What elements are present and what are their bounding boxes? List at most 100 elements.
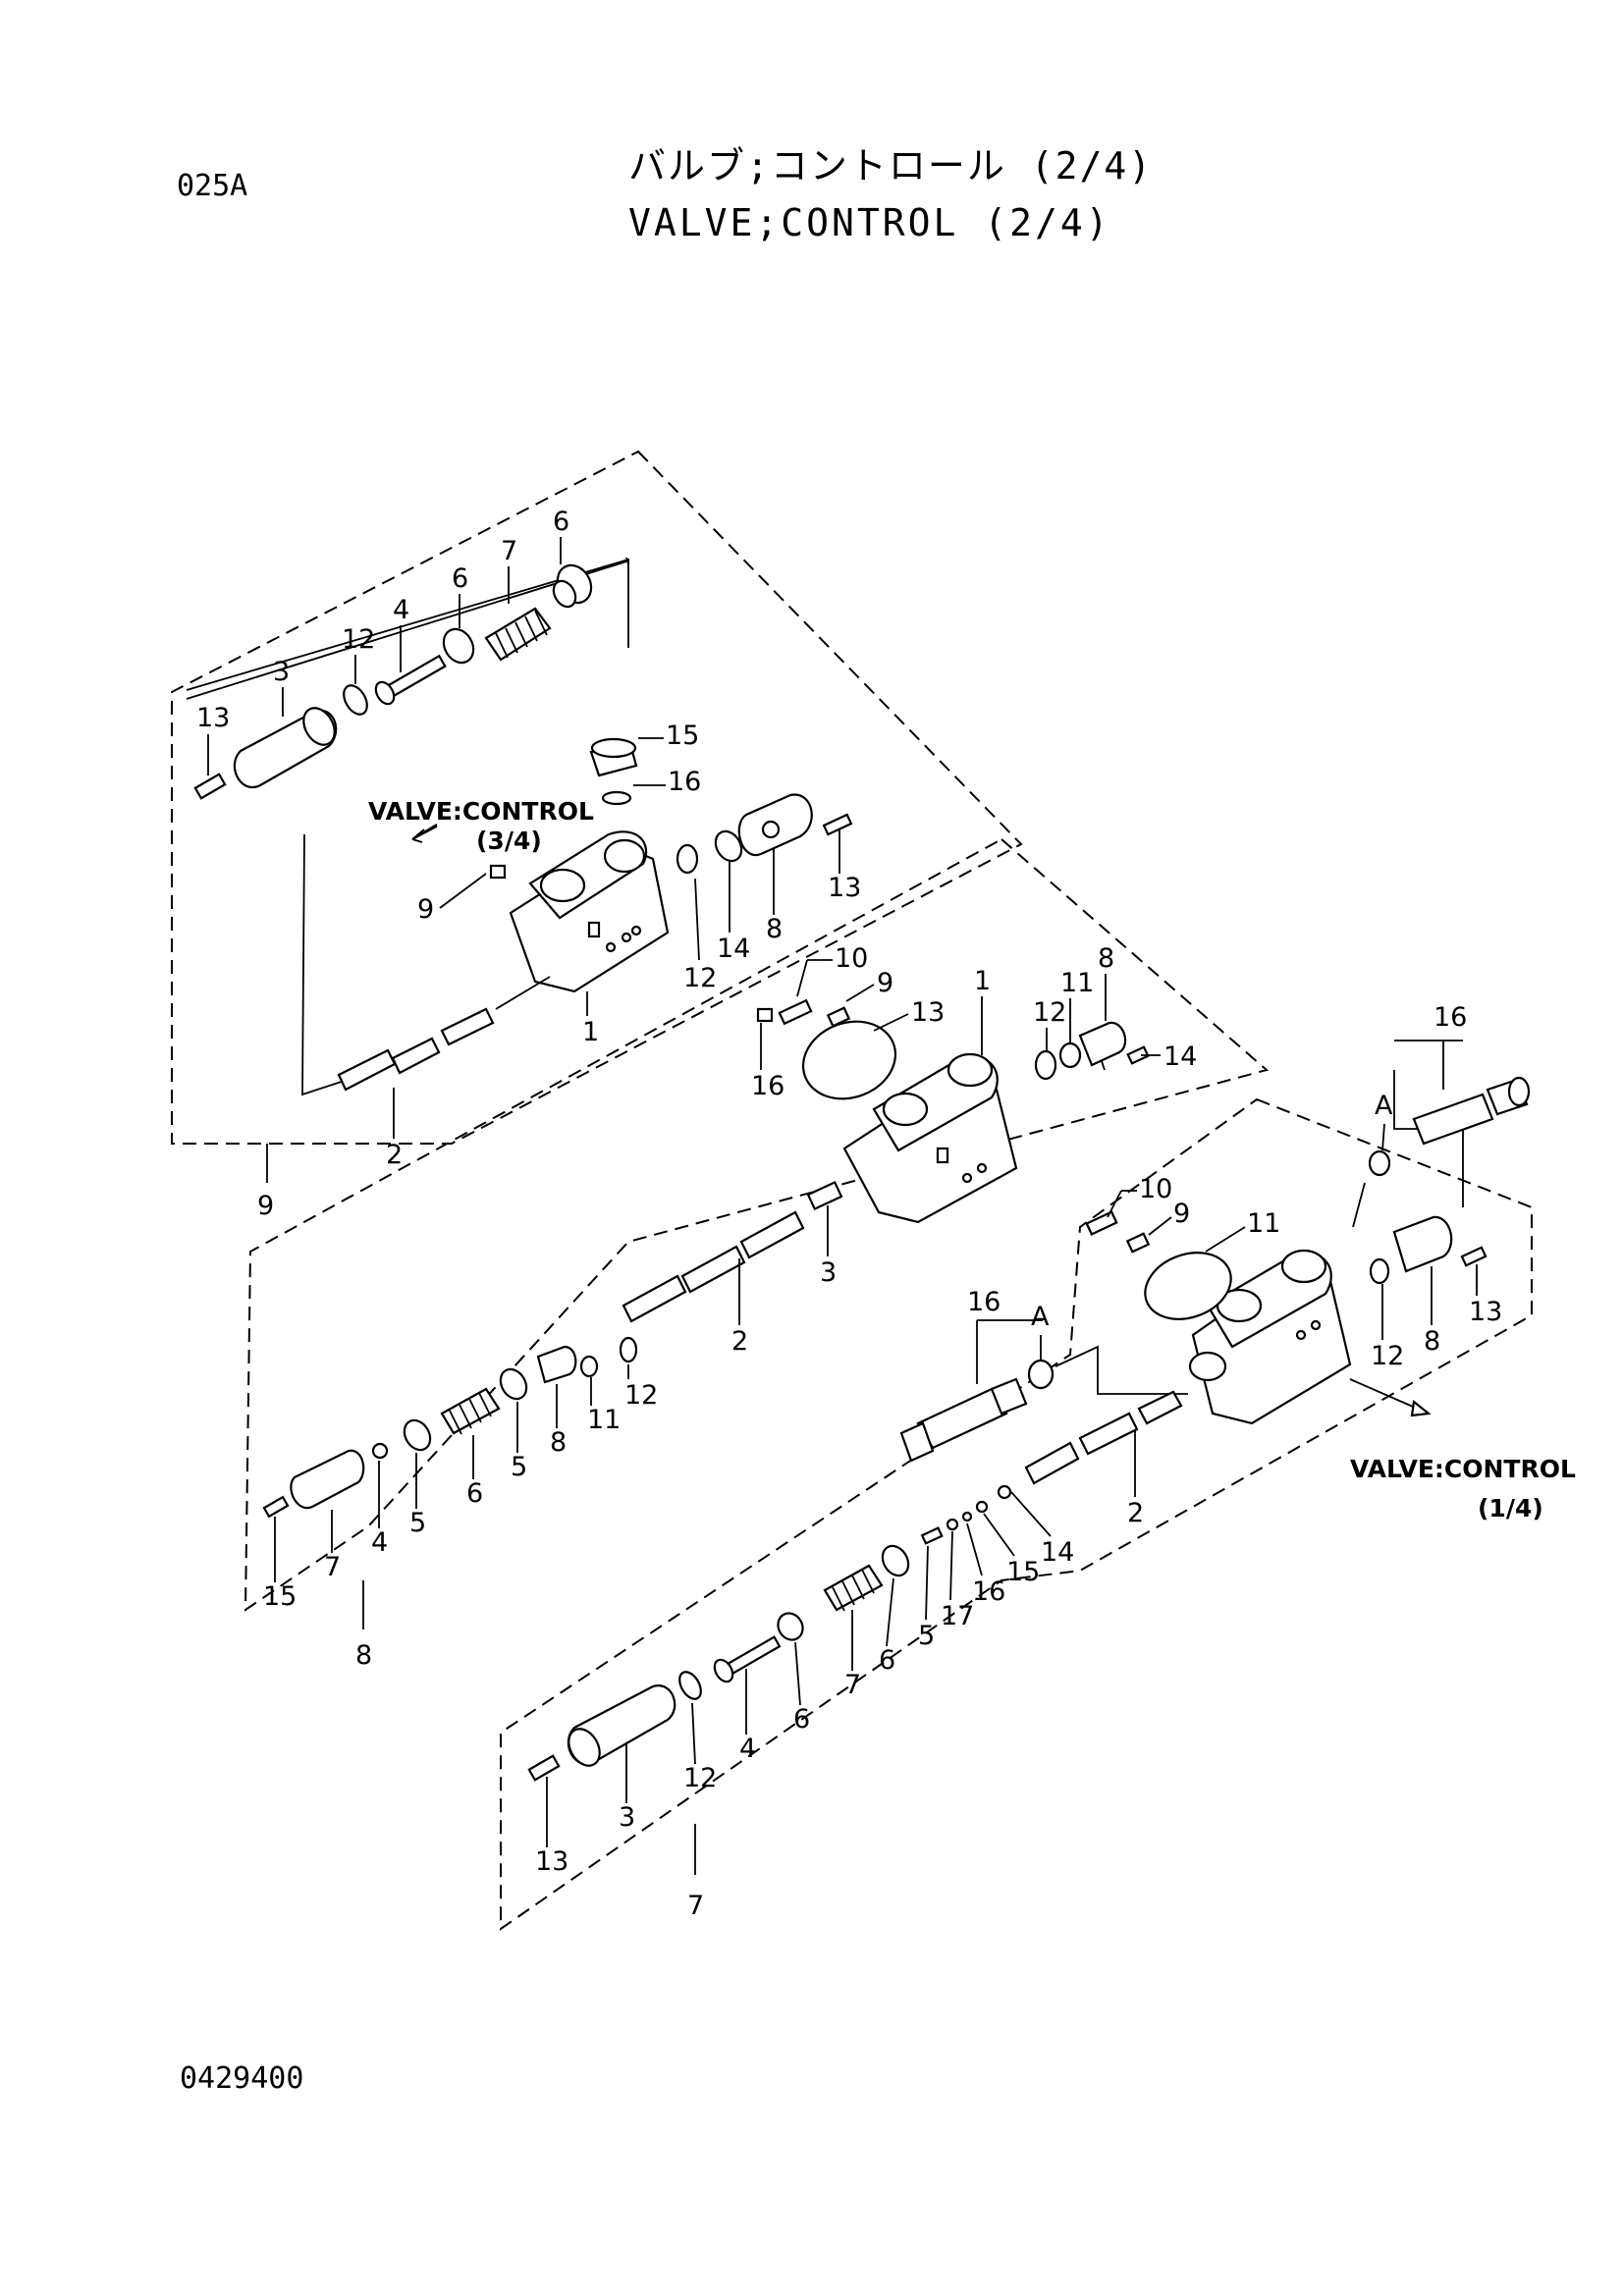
callout-12: 12 — [683, 963, 717, 993]
callout-13: 13 — [828, 873, 861, 903]
callout-9: 9 — [1173, 1199, 1190, 1229]
plug-part — [1085, 1210, 1118, 1236]
callout-13: 13 — [535, 1846, 568, 1877]
valve-body-part — [1188, 1249, 1352, 1425]
plug-part — [1125, 1232, 1151, 1254]
bolt-part — [193, 773, 227, 800]
spring-seat-part — [442, 627, 475, 665]
callout-17: 17 — [941, 1601, 974, 1631]
callout-9: 9 — [417, 894, 434, 925]
callout-16: 16 — [668, 767, 701, 797]
callout-6: 6 — [452, 563, 468, 594]
ring-part — [579, 1355, 599, 1378]
spring-part — [823, 1564, 884, 1612]
callout-6: 6 — [466, 1478, 483, 1509]
callout-3: 3 — [619, 1802, 635, 1833]
spool-rod-part — [713, 1635, 782, 1683]
end-cap-part — [233, 707, 338, 789]
callout-13: 13 — [1469, 1297, 1502, 1327]
callout-5: 5 — [918, 1621, 935, 1651]
callout-14: 14 — [1041, 1537, 1074, 1568]
spool-part — [1024, 1390, 1183, 1485]
relief-valve-part — [1412, 1076, 1531, 1146]
callout-7: 7 — [324, 1552, 341, 1582]
callout-3: 3 — [273, 657, 290, 687]
flange-part — [536, 1345, 577, 1384]
callout-6: 6 — [879, 1645, 895, 1676]
page-title: VALVE;CONTROL (2/4) — [628, 201, 1111, 244]
o-ring-part — [619, 1336, 638, 1363]
group-label-9: 9 — [257, 1191, 274, 1221]
drawing-number: 0429400 — [180, 2061, 304, 2096]
callout-16: 16 — [967, 1287, 1001, 1317]
callout-10: 10 — [835, 943, 868, 974]
callout-4: 4 — [739, 1734, 756, 1764]
ring-part — [975, 1500, 989, 1514]
callout-16: 16 — [1434, 1002, 1467, 1033]
callout-9: 9 — [877, 968, 893, 998]
spring-seat-part — [777, 1612, 804, 1641]
flange-part — [1078, 1021, 1127, 1067]
spool-end-part — [806, 1180, 843, 1211]
callout-1: 1 — [582, 1017, 599, 1047]
o-ring-part — [1034, 1049, 1057, 1081]
page-code: 025A — [177, 169, 248, 203]
bolt-part — [1460, 1246, 1488, 1267]
ring-part — [946, 1518, 959, 1531]
callout-13: 13 — [196, 703, 230, 733]
assembly-group-8: 10 9 13 1 12 11 8 14 16 3 2 12 11 8 5 6 … — [243, 837, 1270, 1671]
valve-body-part — [509, 830, 670, 993]
plug-part — [997, 1484, 1012, 1500]
bolt-part — [822, 813, 853, 836]
assembly-group-7: 16 A 16 A 10 9 11 13 12 8 2 14 15 16 17 … — [500, 1002, 1533, 1931]
assembly-group-9: 13 3 12 4 6 7 6 15 16 VALVE:CONTROL (3/4… — [171, 450, 1023, 1221]
callout-3: 3 — [820, 1257, 837, 1288]
callout-4: 4 — [371, 1527, 388, 1558]
callout-8: 8 — [766, 914, 783, 944]
flange-cap-part — [737, 793, 813, 857]
ring-part — [1058, 1041, 1082, 1069]
callout-16: 16 — [972, 1576, 1005, 1607]
spool-part — [337, 1007, 495, 1092]
plug-part — [778, 998, 813, 1026]
callout-15: 15 — [263, 1581, 297, 1612]
o-ring-part — [343, 684, 368, 716]
callout-8: 8 — [1098, 943, 1114, 974]
reference-label: (1/4) — [1478, 1494, 1543, 1522]
valve-body-part — [842, 1052, 1018, 1224]
callout-12: 12 — [683, 1763, 717, 1793]
callout-8: 8 — [1424, 1326, 1440, 1357]
bolt-part — [527, 1754, 561, 1782]
callout-6: 6 — [553, 507, 569, 537]
callout-8: 8 — [550, 1427, 567, 1458]
end-cap-part — [567, 1684, 676, 1767]
callout-16: 16 — [751, 1071, 784, 1101]
reference-label: VALVE:CONTROL — [368, 797, 594, 826]
page-title-japanese: バルブ;コントロール (2/4) — [628, 144, 1154, 187]
reference-label: VALVE:CONTROL — [1350, 1455, 1576, 1483]
callout-A: A — [1031, 1302, 1050, 1332]
o-ring-part — [1368, 1149, 1391, 1177]
o-ring-part — [676, 843, 699, 875]
callout-4: 4 — [393, 595, 409, 625]
reference-label: (3/4) — [476, 827, 542, 855]
spring-seat-part — [499, 1367, 528, 1401]
o-ring-part — [1027, 1359, 1055, 1390]
plug-part — [756, 1007, 774, 1023]
stopper-part — [552, 563, 593, 609]
filter-part — [714, 829, 743, 863]
o-ring-part — [1144, 1252, 1232, 1320]
relief-valve-part — [899, 1377, 1028, 1463]
bolt-part — [1126, 1045, 1150, 1065]
callout-5: 5 — [511, 1452, 527, 1482]
o-ring-part — [1369, 1257, 1390, 1285]
callout-12: 12 — [1371, 1341, 1404, 1371]
plug-part — [589, 737, 638, 777]
callout-5: 5 — [409, 1508, 426, 1538]
callout-7: 7 — [844, 1670, 861, 1700]
callout-15: 15 — [1006, 1557, 1040, 1587]
spring-seat-part — [881, 1544, 910, 1577]
callout-10: 10 — [1139, 1174, 1172, 1204]
callout-6: 6 — [793, 1704, 810, 1735]
